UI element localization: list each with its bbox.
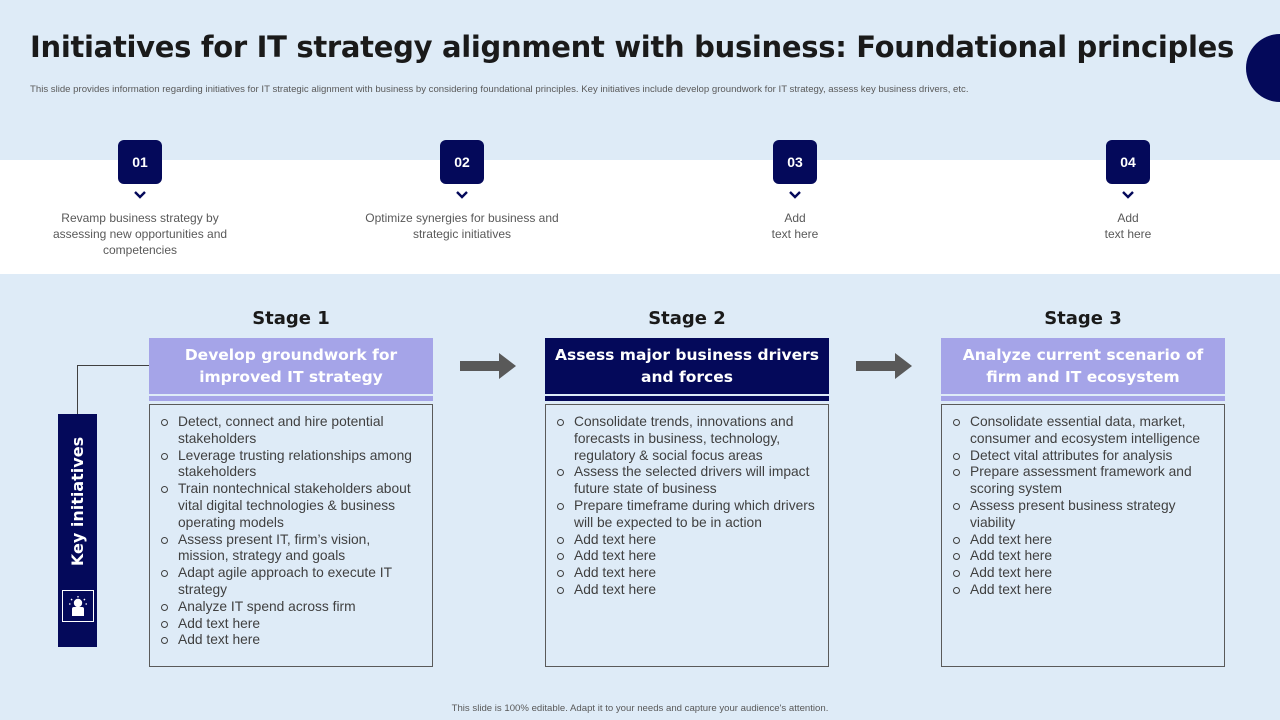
stage-2-heading: Assess major business drivers and forces — [545, 338, 829, 394]
list-item: Assess the selected drivers will impact … — [556, 464, 820, 498]
list-item: Prepare assessment framework and scoring… — [952, 464, 1216, 498]
list-item: Detect, connect and hire potential stake… — [160, 414, 424, 448]
chevron-down-icon — [132, 190, 148, 200]
chevron-down-icon — [787, 190, 803, 200]
step-text: Revamp business strategy by assessing ne… — [52, 211, 228, 257]
list-item: Adapt agile approach to execute IT strat… — [160, 565, 424, 599]
stage-1-box: Detect, connect and hire potential stake… — [149, 404, 433, 667]
page-subtitle: This slide provides information regardin… — [30, 84, 969, 95]
list-item: Add text here — [160, 632, 424, 649]
stage-3-list: Consolidate essential data, market, cons… — [952, 414, 1216, 599]
list-item: Add text here — [160, 616, 424, 633]
key-initiatives-label: Key initiatives — [58, 414, 97, 589]
chevron-down-icon — [1120, 190, 1136, 200]
list-item: Add text here — [952, 532, 1216, 549]
stage-3-heading: Analyze current scenario of firm and IT … — [941, 338, 1225, 394]
arrow-right-icon — [855, 352, 913, 380]
list-item: Leverage trusting relationships among st… — [160, 448, 424, 482]
stage-2-box: Consolidate trends, innovations and fore… — [545, 404, 829, 667]
list-item: Add text here — [952, 565, 1216, 582]
list-item: Prepare timeframe during which drivers w… — [556, 498, 820, 532]
stage-3-title: Stage 3 — [1044, 308, 1122, 329]
list-item: Add text here — [556, 582, 820, 599]
list-item: Add text here — [556, 565, 820, 582]
list-item: Detect vital attributes for analysis — [952, 448, 1216, 465]
list-item: Add text here — [556, 532, 820, 549]
stage-2-list: Consolidate trends, innovations and fore… — [556, 414, 820, 599]
list-item: Analyze IT spend across firm — [160, 599, 424, 616]
step-text: Optimize synergies for business and stra… — [365, 211, 559, 241]
key-initiatives-text: Key initiatives — [68, 436, 88, 567]
step-number-badge: 04 — [1106, 140, 1150, 184]
list-item: Assess present business strategy viabili… — [952, 498, 1216, 532]
steps-band — [0, 160, 1280, 274]
corner-decoration — [1246, 34, 1280, 102]
arrow-right-icon — [459, 352, 517, 380]
list-item: Train nontechnical stakeholders about vi… — [160, 481, 424, 531]
list-item: Consolidate trends, innovations and fore… — [556, 414, 820, 464]
stage-1-list: Detect, connect and hire potential stake… — [160, 414, 424, 649]
step-number-badge: 03 — [773, 140, 817, 184]
chevron-down-icon — [454, 190, 470, 200]
stage-2-divider — [545, 396, 829, 401]
page-title: Initiatives for IT strategy alignment wi… — [30, 30, 1234, 64]
list-item: Add text here — [556, 548, 820, 565]
footer-note: This slide is 100% editable. Adapt it to… — [451, 703, 829, 714]
step-text: Add text here — [771, 211, 819, 241]
stage-1-heading: Develop groundwork for improved IT strat… — [149, 338, 433, 394]
step-number-badge: 02 — [440, 140, 484, 184]
list-item: Assess present IT, firm’s vision, missio… — [160, 532, 424, 566]
idea-hand-icon — [62, 590, 94, 622]
stage-1-divider — [149, 396, 433, 401]
step-text: Add text here — [1104, 211, 1152, 241]
stage-1-title: Stage 1 — [252, 308, 330, 329]
stage-2-title: Stage 2 — [648, 308, 726, 329]
connector-line — [77, 365, 150, 415]
list-item: Add text here — [952, 548, 1216, 565]
stage-3-box: Consolidate essential data, market, cons… — [941, 404, 1225, 667]
list-item: Add text here — [952, 582, 1216, 599]
list-item: Consolidate essential data, market, cons… — [952, 414, 1216, 448]
step-number-badge: 01 — [118, 140, 162, 184]
stage-3-divider — [941, 396, 1225, 401]
